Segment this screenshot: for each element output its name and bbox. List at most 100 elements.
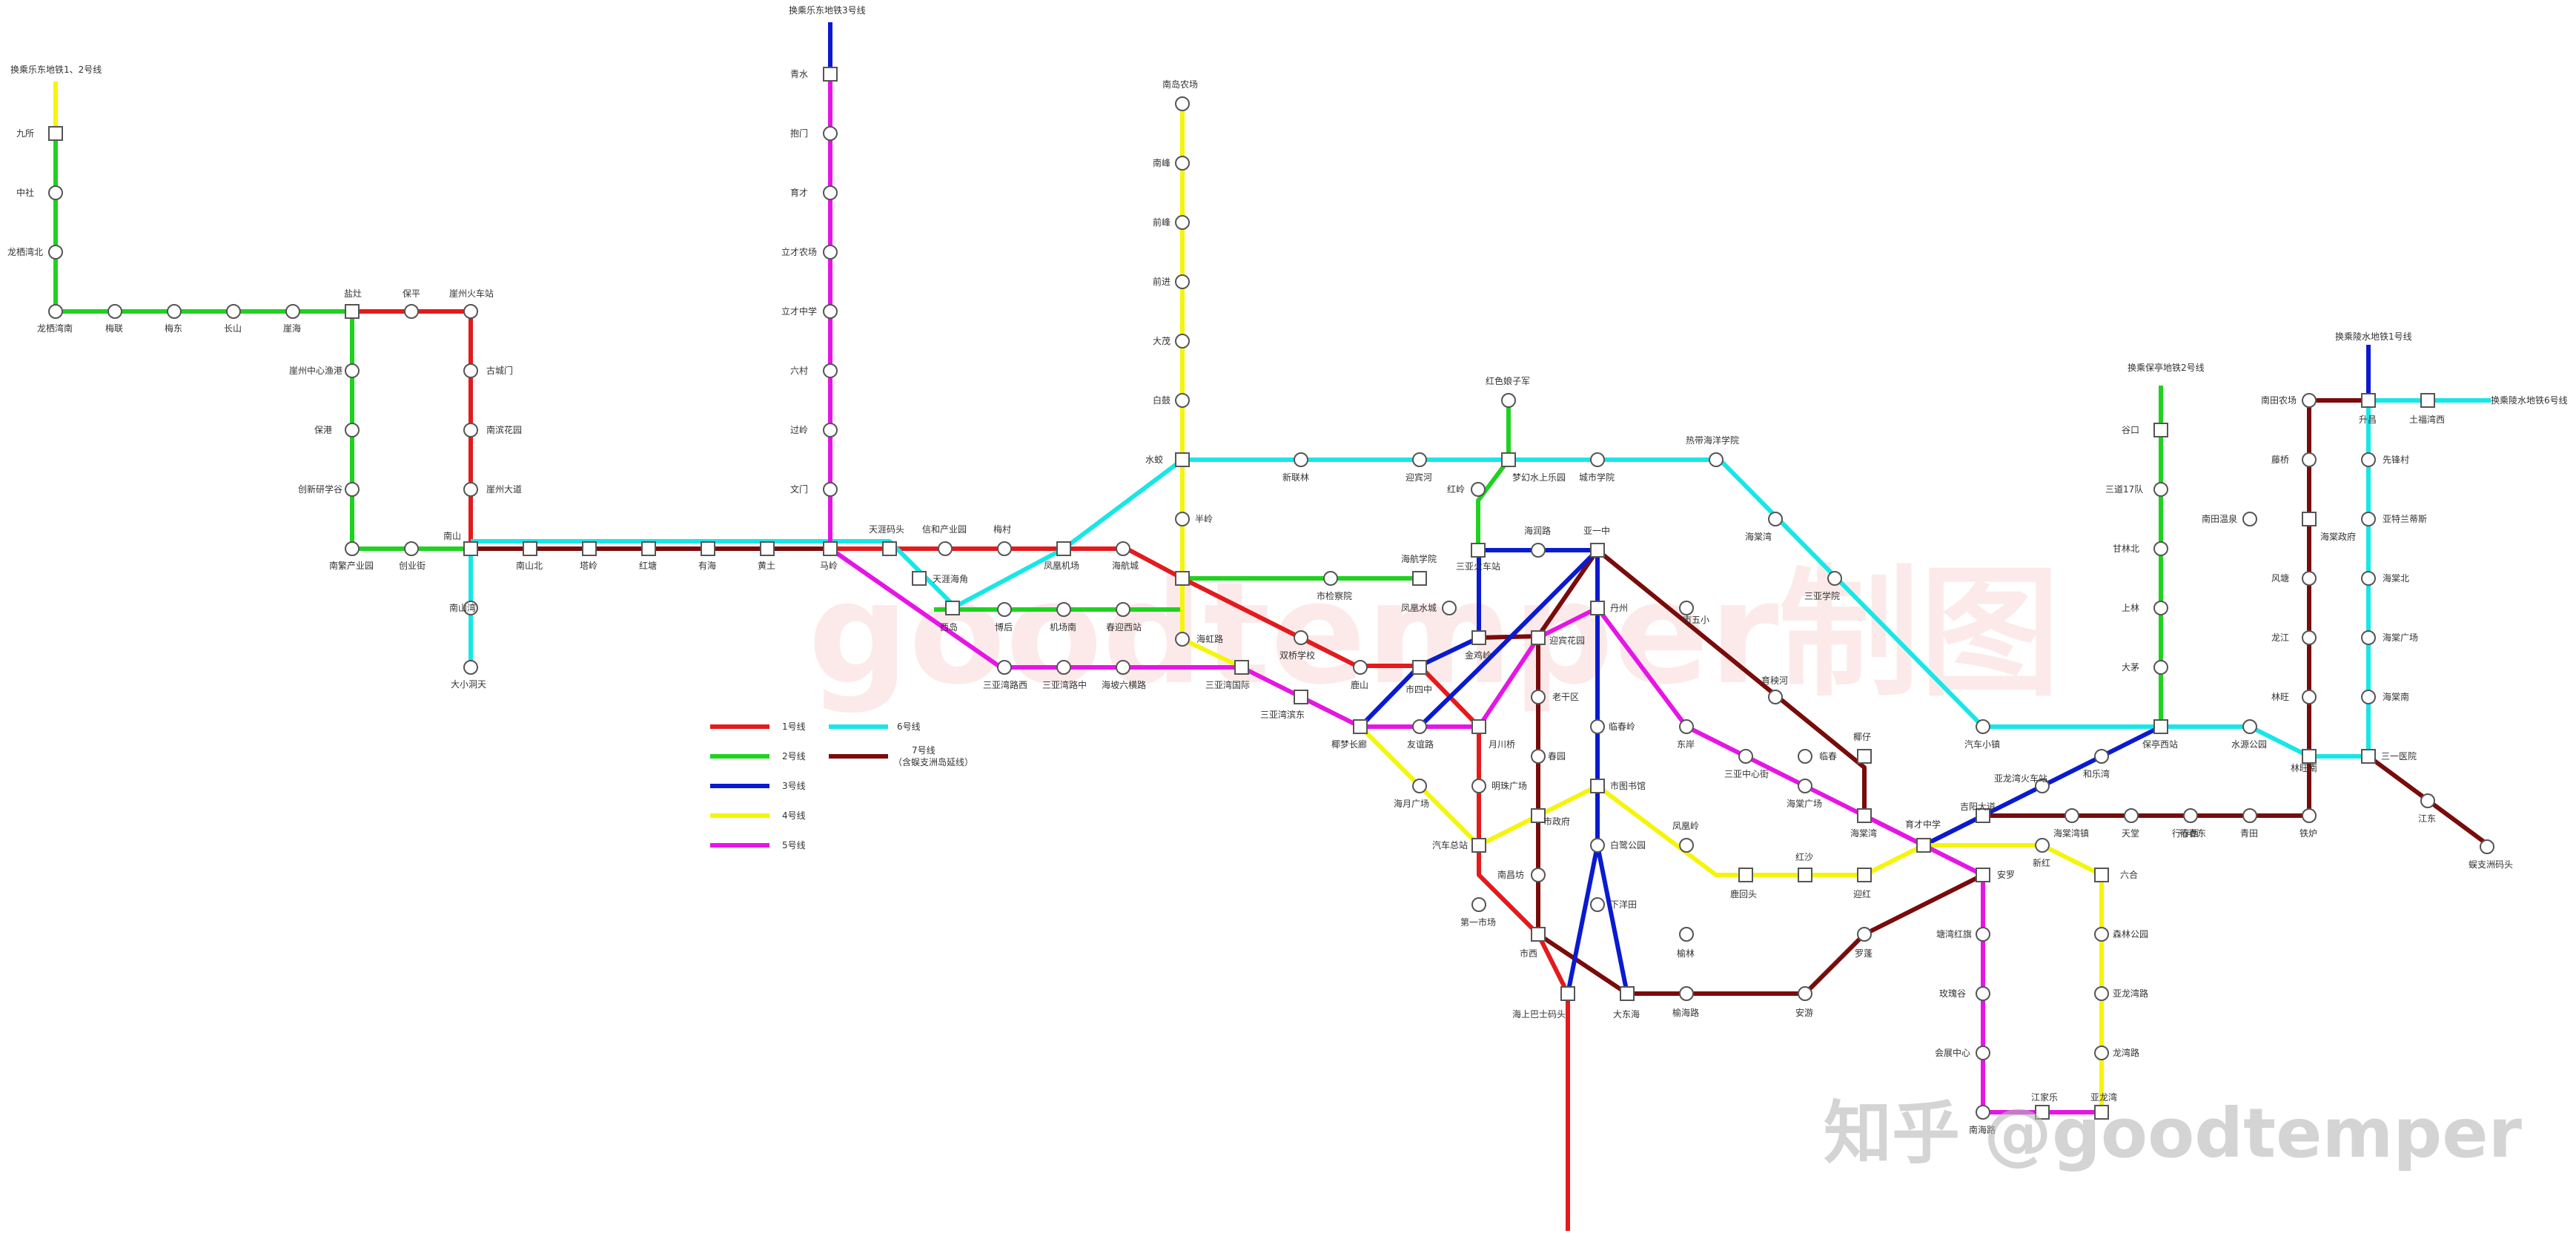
station-sanyaojingqu: [1679, 601, 1694, 615]
station-yahai: [285, 304, 300, 319]
label-xinlianglin: 新联林: [1282, 472, 1309, 483]
station-xinlianglin: [1294, 452, 1308, 467]
label-fengdian: 风塘: [2271, 572, 2289, 584]
station-baogang: [345, 423, 360, 437]
legend-label-line5: 5号线: [782, 840, 806, 850]
label-hongtang: 红塘: [639, 560, 657, 571]
station-yuhaitan: [1679, 986, 1694, 1001]
station-haijing-gc: [1798, 779, 1812, 793]
station-bazhong: [1976, 719, 1990, 734]
transfer-note-lingshui-6: 换乘陵水地铁6号线: [2491, 395, 2568, 406]
station-laoqian: [1531, 690, 1546, 704]
station-yazhou-dd: [463, 482, 478, 497]
station-yuhai-zhongxue: [1916, 838, 1931, 853]
station-meilian: [107, 304, 122, 319]
label-jiusuo: 九所: [16, 128, 34, 139]
line-4: [53, 82, 2104, 1112]
station-sanyaxueyuan: [1827, 571, 1842, 586]
label-haitangguangchang: 海棠广场: [2383, 632, 2418, 643]
station-chuangye: [404, 541, 419, 556]
station-rekuan: [1709, 452, 1724, 467]
station-danzhou: [1590, 601, 1605, 615]
station-sanyawanluxi: [997, 660, 1012, 675]
label-meidong: 梅东: [165, 323, 182, 334]
station-xidao: [945, 601, 960, 615]
label-sanyawanluxi: 三亚湾路西: [983, 679, 1027, 690]
station-haitangzhengfu: [2302, 512, 2317, 526]
station-wencun: [823, 482, 838, 497]
station-haiyuliuhao: [1116, 660, 1130, 675]
label-haiyuliuhao: 海坡六横路: [1102, 679, 1146, 690]
station-mengzhuxiang: [1501, 452, 1516, 467]
legend: 1号线 2号线 3号线 4号线 5号线 6号线 7号线 （含蜈支洲岛延线）: [710, 721, 973, 850]
station-huangtu: [760, 541, 775, 556]
station-fengdian: [2302, 571, 2317, 586]
station-linchun: [1798, 749, 1812, 764]
label-longmuwanbei: 龙栖湾北: [7, 246, 43, 257]
station-baoping: [404, 304, 419, 319]
label-tengqiao: 藤桥: [2271, 455, 2289, 465]
watermark-zhihu: 知乎 @goodtemper: [1824, 1094, 2523, 1173]
label-wencun: 文门: [790, 483, 808, 495]
label-fenghuangshuicheng: 凤凰水城: [1401, 603, 1437, 613]
station-yazhou-zxgang: [345, 363, 360, 378]
station-sanyawanguoji: [1234, 660, 1249, 675]
label-yancheng: 盐灶: [344, 288, 362, 299]
station-fenghuangjc: [1056, 541, 1071, 556]
label-haoyitang: 椰梦长廊: [1331, 739, 1367, 750]
stations: [48, 67, 2494, 1120]
station-xiancaofang: [2361, 452, 2376, 467]
station-nanfan: [345, 541, 360, 556]
station-qianfeng: [1175, 215, 1190, 230]
label-haijing-gc: 海棠广场: [1787, 798, 1822, 809]
station-dawu: [2153, 660, 2168, 675]
label-sanyaojingqu: 市五小: [1683, 614, 1709, 625]
label-dagao: 大茂: [1153, 336, 1171, 346]
station-luobi: [1857, 927, 1872, 942]
station-dongan: [1679, 719, 1694, 734]
station-yuechuan: [1471, 719, 1486, 734]
label-tiantang: 天堂: [2122, 828, 2139, 839]
station-meidong: [167, 304, 182, 319]
station-hongtang: [641, 541, 656, 556]
station-xingfu: [2183, 808, 2198, 823]
label-yingbinxi: 春迎西站: [1106, 622, 1142, 632]
station-lushan: [1353, 660, 1368, 675]
label-changshan: 长山: [224, 323, 242, 334]
station-ganlinbei: [2153, 541, 2168, 556]
station-shizhengwu: [1323, 571, 1338, 586]
label-huangtu: 黄土: [758, 561, 775, 571]
station-dadonghai: [1620, 986, 1635, 1001]
label-yalonglu: 亚龙湾路: [2113, 988, 2148, 999]
label-youyilu: 友谊路: [1407, 739, 1434, 750]
label-xidao: 西岛: [940, 621, 958, 632]
label-fenghuangjc: 凤凰机场: [1044, 561, 1079, 571]
label-baoping: 保平: [403, 288, 420, 299]
station-anluo: [1976, 868, 1990, 882]
station-jinjiling: [1471, 630, 1486, 645]
station-youyilu: [1412, 719, 1427, 734]
label-sanyahcz: 三亚火车站: [1456, 561, 1500, 572]
label-youhai: 有海: [698, 560, 716, 571]
label-xinrun: 信和产业园: [922, 524, 967, 535]
label-baigu: 白鼓: [1153, 394, 1171, 406]
station-nantian-wenquan: [2242, 512, 2257, 526]
label-bohai: 博后: [995, 621, 1013, 632]
label-maling: 马岭: [820, 561, 838, 571]
station-nanbin: [463, 423, 478, 437]
station-sanyapengyuan: [2361, 749, 2376, 764]
station-linwang: [2302, 690, 2317, 704]
label-shizhengfu: 市政府: [1543, 816, 1570, 827]
station-haitangguangchang: [2361, 630, 2376, 645]
label-danzhou: 丹州: [1610, 603, 1628, 613]
station-linwangnan: [2302, 749, 2317, 764]
station-yalong-hcz: [2035, 779, 2050, 793]
station-nanshanwan: [463, 601, 478, 615]
label-yulin: 榆林: [1677, 948, 1695, 959]
label-yuechuan: 月川桥: [1489, 739, 1515, 750]
label-meicun: 梅村: [993, 523, 1011, 535]
label-nantian-wenquan: 南田温泉: [2202, 513, 2237, 524]
label-dawu: 大茅: [2122, 662, 2139, 673]
line-1: [352, 309, 1570, 1231]
